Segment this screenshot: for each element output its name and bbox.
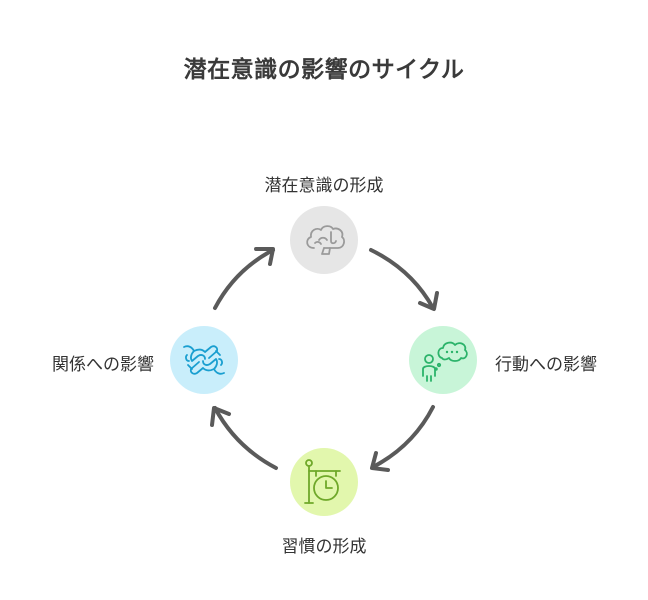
arrow-top-to-right bbox=[369, 248, 435, 310]
node-label-subconscious-formation: 潜在意識の形成 bbox=[264, 176, 384, 196]
handshake-icon bbox=[183, 345, 225, 375]
node-subconscious-formation bbox=[290, 206, 358, 274]
arrow-head-top-to-right bbox=[418, 291, 439, 311]
arrow-left-to-top bbox=[213, 248, 275, 310]
arrow-head-right-to-bottom bbox=[370, 451, 390, 472]
brain-icon bbox=[306, 225, 345, 255]
arrow-bottom-to-left bbox=[213, 406, 278, 470]
diagram-title: 潜在意識の影響のサイクル bbox=[183, 57, 465, 83]
node-habit-formation bbox=[290, 448, 358, 516]
person-thought-icon bbox=[422, 341, 468, 382]
arrow-right-to-bottom bbox=[371, 405, 435, 469]
hanging-clock-sign-icon bbox=[304, 459, 341, 504]
arrow-head-bottom-to-left bbox=[210, 406, 231, 427]
node-relationship-influence bbox=[170, 326, 238, 394]
node-label-relationship-influence: 関係への影響 bbox=[52, 355, 154, 375]
node-label-habit-formation: 習慣の形成 bbox=[281, 537, 367, 557]
node-behavior-influence bbox=[409, 326, 477, 394]
node-label-behavior-influence: 行動への影響 bbox=[495, 355, 597, 375]
arrow-head-left-to-top bbox=[254, 247, 275, 266]
